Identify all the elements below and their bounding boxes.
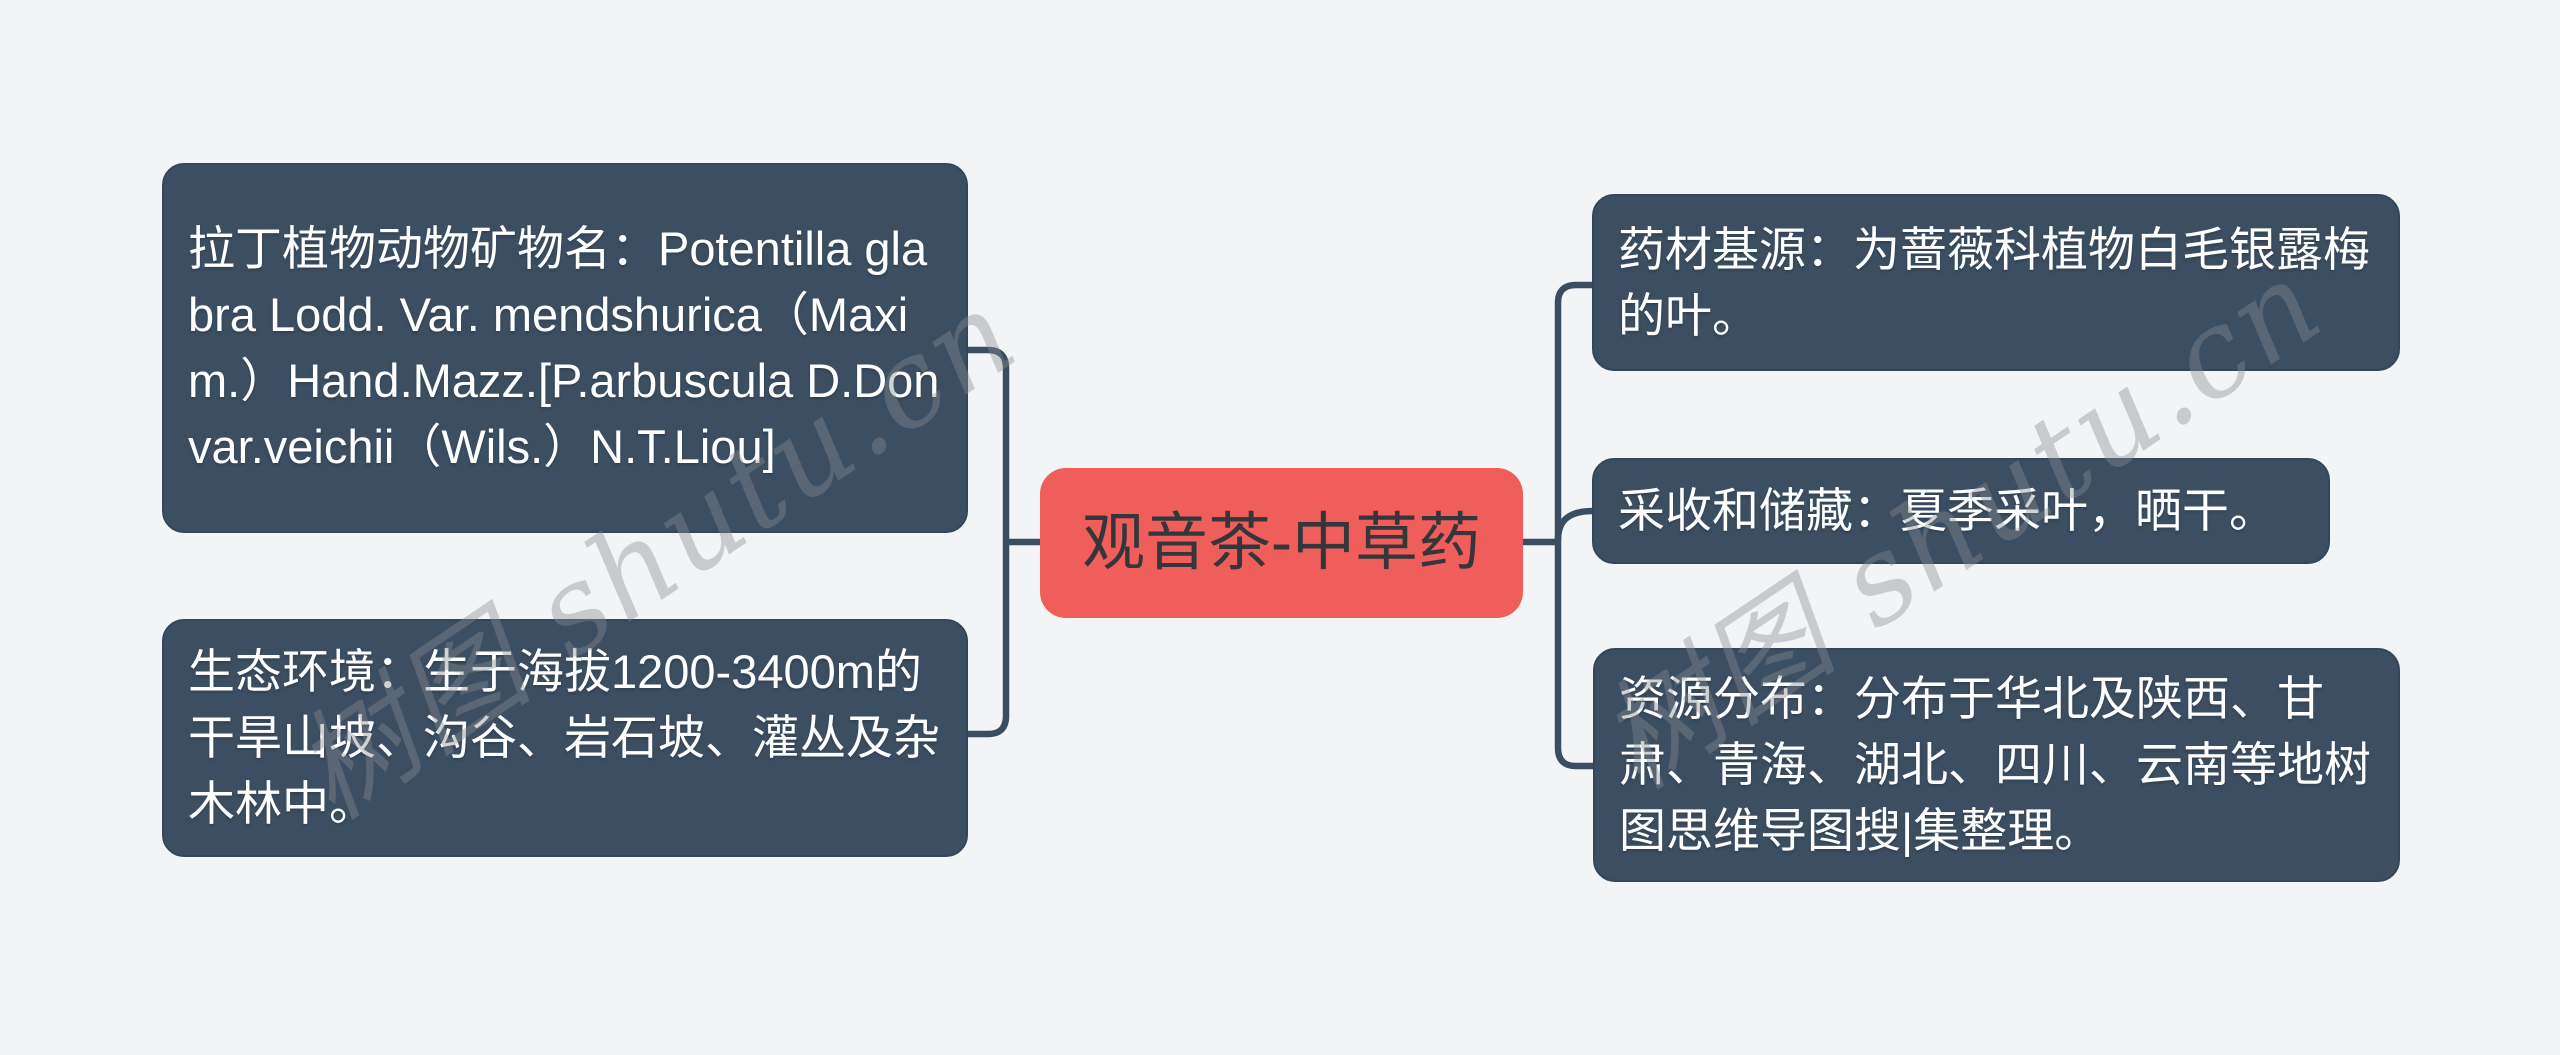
- root-node[interactable]: 观音茶-中草药: [1040, 468, 1523, 618]
- right-branch-bracket-connector: [1554, 281, 1593, 770]
- node-ecology[interactable]: 生态环境：生于海拔1200-3400m的干旱山坡、沟谷、岩石坡、灌丛及杂木林中。: [162, 619, 968, 857]
- node-ecology-label: 生态环境：生于海拔1200-3400m的干旱山坡、沟谷、岩石坡、灌丛及杂木林中。: [188, 645, 940, 830]
- node-distribution-label: 资源分布：分布于华北及陕西、甘肃、青海、湖北、四川、云南等地树图思维导图搜|集整…: [1619, 672, 2371, 857]
- node-distribution[interactable]: 资源分布：分布于华北及陕西、甘肃、青海、湖北、四川、云南等地树图思维导图搜|集整…: [1593, 648, 2400, 882]
- root-node-label: 观音茶-中草药: [1082, 507, 1481, 578]
- node-source-label: 药材基源：为蔷薇科植物白毛银露梅的叶。: [1618, 222, 2370, 342]
- left-branch-bracket-connector: [968, 346, 1010, 738]
- node-latin-name-label: 拉丁植物动物矿物名：Potentilla glabra Lodd. Var. m…: [188, 222, 940, 473]
- right-middle-link-connector: [1554, 507, 1594, 541]
- node-latin-name[interactable]: 拉丁植物动物矿物名：Potentilla glabra Lodd. Var. m…: [162, 163, 968, 533]
- node-harvest-storage-label: 采收和储藏：夏季采叶，晒干。: [1618, 484, 2276, 537]
- node-harvest-storage[interactable]: 采收和储藏：夏季采叶，晒干。: [1592, 458, 2330, 564]
- node-source[interactable]: 药材基源：为蔷薇科植物白毛银露梅的叶。: [1592, 194, 2400, 371]
